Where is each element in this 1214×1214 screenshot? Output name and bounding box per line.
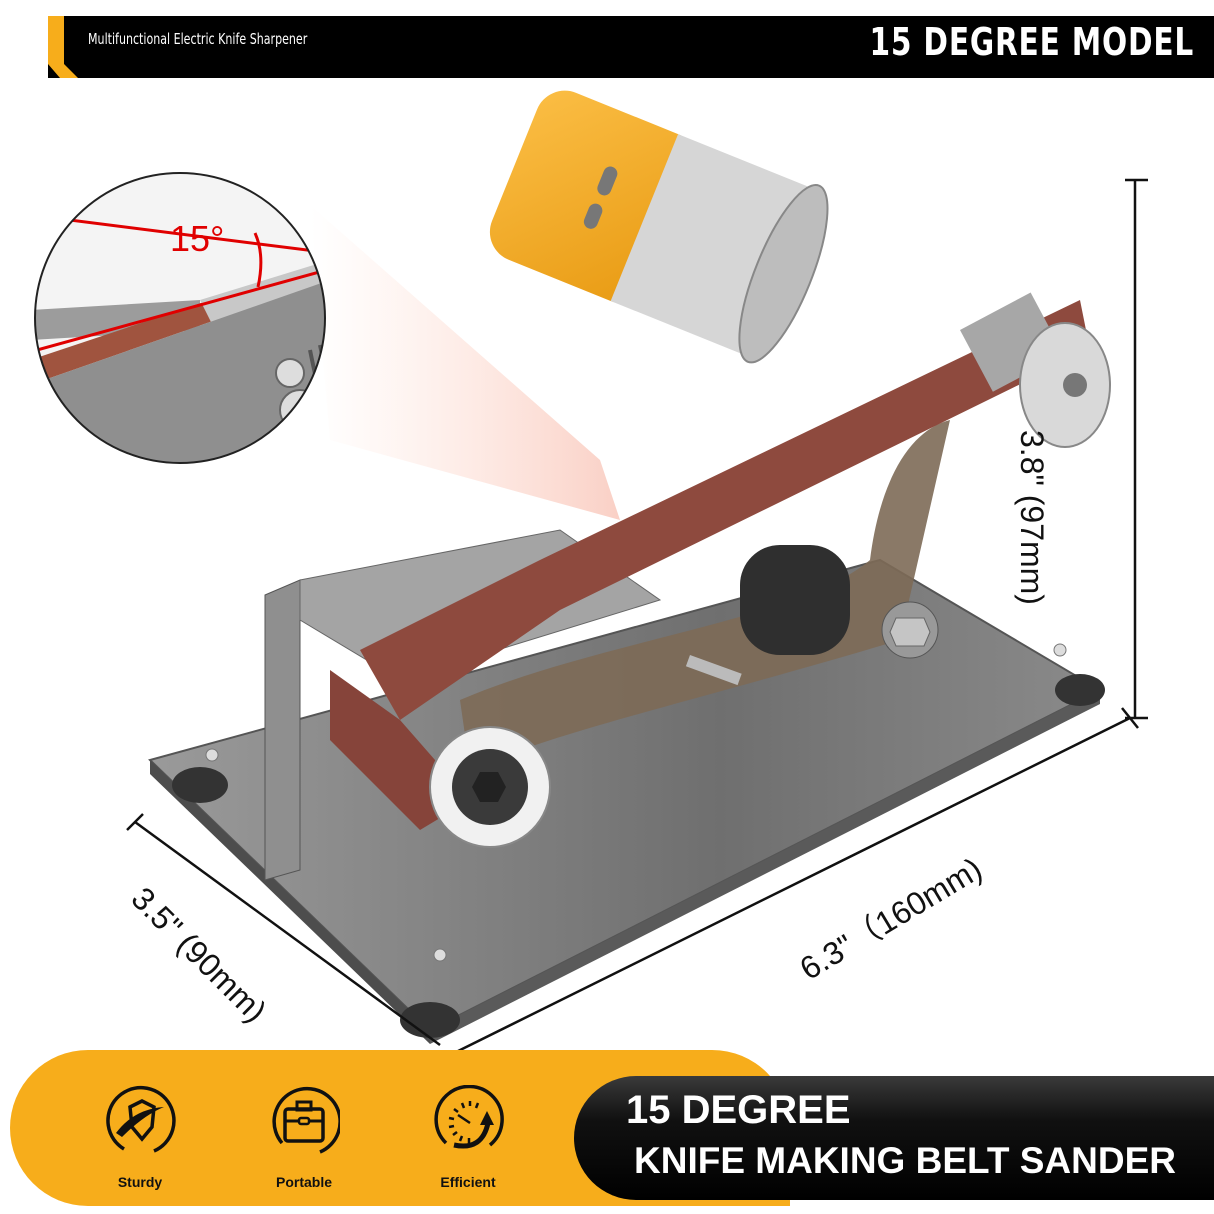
- model-label: 15 DEGREE MODEL: [869, 20, 1194, 64]
- header-subtitle: Multifunctional Electric Knife Sharpener: [88, 30, 308, 48]
- feature-sturdy: Sturdy: [70, 1085, 210, 1190]
- angle-label: 15°: [170, 218, 225, 259]
- feature-efficient: Efficient: [398, 1084, 538, 1190]
- title-line-1: 15 DEGREE: [626, 1088, 851, 1132]
- speedometer-icon: [434, 1084, 504, 1149]
- height-dimension: 3.8" (97mm): [1014, 430, 1050, 605]
- title-pill: [574, 1076, 1214, 1200]
- feature-label: Portable: [275, 1174, 332, 1190]
- top-banner: [48, 16, 1214, 78]
- briefcase-icon: [272, 1086, 342, 1154]
- banner-accent: [48, 16, 78, 78]
- shield-icon: [106, 1085, 176, 1153]
- feature-portable: Portable: [234, 1085, 374, 1190]
- feature-label: Sturdy: [117, 1174, 163, 1190]
- feature-label: Efficient: [440, 1174, 496, 1190]
- product-image: [34, 90, 1148, 1058]
- title-line-2: KNIFE MAKING BELT SANDER: [634, 1140, 1176, 1181]
